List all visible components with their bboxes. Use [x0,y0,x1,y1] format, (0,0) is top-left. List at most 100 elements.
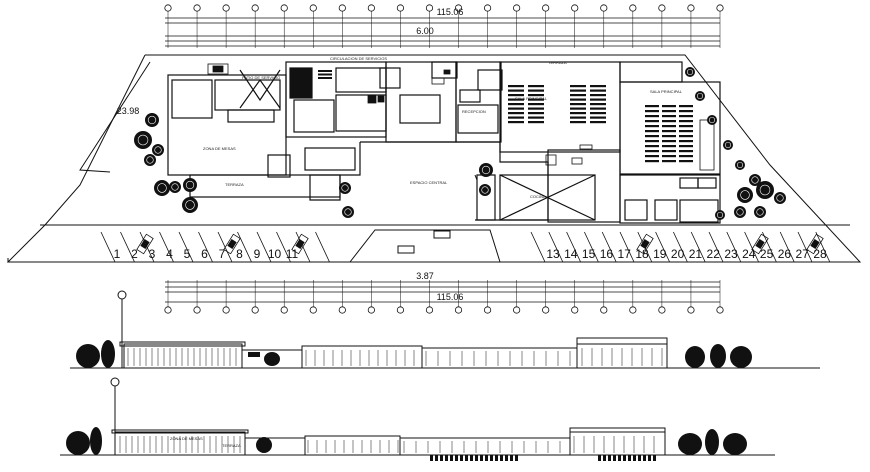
car-body [751,233,769,255]
room-label-sala-principal-a: SALA PRINCIPAL [515,96,548,101]
seat-row [590,98,606,101]
tree-canopy-ring [185,180,195,190]
car-body [806,233,824,255]
ramp-step [653,455,656,461]
seat-row [508,112,524,115]
seat-row [679,155,693,158]
ramp-step [648,455,651,461]
tree-plan-icon [169,181,181,193]
seat-row [528,121,544,124]
grid-bubble-bottom [193,306,201,314]
parking-stall-line [548,231,564,263]
seat-row [679,135,693,138]
seat-row [645,115,659,118]
parking-number-right: 23 [724,247,738,261]
parking-number-right: 26 [778,247,792,261]
ramp-step [430,455,433,461]
seat-row [679,120,693,123]
grid-bubble-top [600,4,608,12]
grid-bubble-top [483,4,492,12]
seat-row [645,150,659,153]
grid-bubble-top [338,4,346,12]
parking-number-right: 17 [618,247,632,261]
parking-number-left: 9 [254,247,261,261]
ramp-step [515,455,518,461]
seat-row [662,140,676,143]
tree-plan-icon [754,206,766,218]
parking-stall-line [159,231,174,263]
parking-number-left: 5 [184,247,191,261]
grid-bubble-bottom [629,306,637,314]
tree-plan-icon [749,174,761,186]
ramp-step [643,455,646,461]
seat-row [662,120,676,123]
parking-number-right: 15 [582,247,596,261]
parking-number-left: 6 [201,247,208,261]
parking-stall-line [726,231,742,263]
elevation-side-detail [66,427,747,461]
parked-car-icon [636,233,654,255]
seat-row [645,145,659,148]
tree-plan-icon [152,144,164,156]
tree-canopy-ring [481,186,489,194]
section-label-zona-mesas: ZONA DE MESAS [170,436,203,441]
room-label-cocina: COCINA [530,194,546,199]
grid-bubble-top [251,4,259,12]
parking-stalls [100,231,831,263]
top-grid-bubbles [164,4,724,48]
grid-bubble-bottom [687,306,695,314]
car-roof [810,239,820,249]
seat-row [679,140,693,143]
parked-car-icon [806,233,824,255]
parking-number-left: 3 [149,247,156,261]
tree-plan-icon [479,184,491,196]
parking-stall-line [276,231,291,263]
grid-bubble-bottom [396,306,405,314]
room-label-sala-principal-b: SALA PRINCIPAL [650,89,683,94]
seat-row [662,115,676,118]
parking-stall-line [762,231,777,263]
seat-row [679,125,693,128]
parking-number-right: 14 [564,247,578,261]
seating-rows [296,70,693,163]
tree-plan-icon [734,206,746,218]
tree-plan-icon [723,140,733,150]
parked-car-icon [751,233,769,255]
parking-stall-line [178,231,194,263]
top-dimension-system [165,17,720,47]
grid-bubble-bottom [367,306,375,314]
left-side-dimension: 23.98 [117,106,140,116]
grid-bubble-top [658,4,666,12]
seat-row [528,85,544,88]
seat-row [590,112,606,115]
seat-row [570,112,586,115]
seat-row [679,130,693,133]
tree-plan-icon [695,91,705,101]
elevation-car-icon [248,352,260,357]
top-overall-dimension: 115.06 [437,7,464,17]
landscape-trees [134,67,786,220]
ramp-step [440,455,443,461]
seat-row [570,103,586,106]
seat-row [662,160,676,163]
seat-row [508,103,524,106]
grid-bubble-top [396,4,405,12]
parking-stall-line [779,231,795,263]
room-label-zona-mesas: ZONA DE MESAS [203,146,236,151]
parked-car-icon [136,233,154,255]
tree-plan-icon [134,131,152,149]
ramp-step [500,455,503,461]
tree-canopy-ring [154,146,162,154]
parking-stall-line [797,231,813,263]
grid-bubble-bottom [542,306,550,314]
grid-bubble-top [513,4,521,12]
parking-stall-line [708,231,724,263]
room-label-terraza-top: TERRAZA [548,60,567,65]
car-roof [227,239,237,249]
grid-bubble-bottom [222,306,230,314]
seat-row [528,112,544,115]
tree-plan-icon [342,206,354,218]
grid-bubble-bottom [280,306,288,314]
tree-plan-icon [182,197,198,213]
bottom-inner-dimension: 3.87 [416,271,434,281]
